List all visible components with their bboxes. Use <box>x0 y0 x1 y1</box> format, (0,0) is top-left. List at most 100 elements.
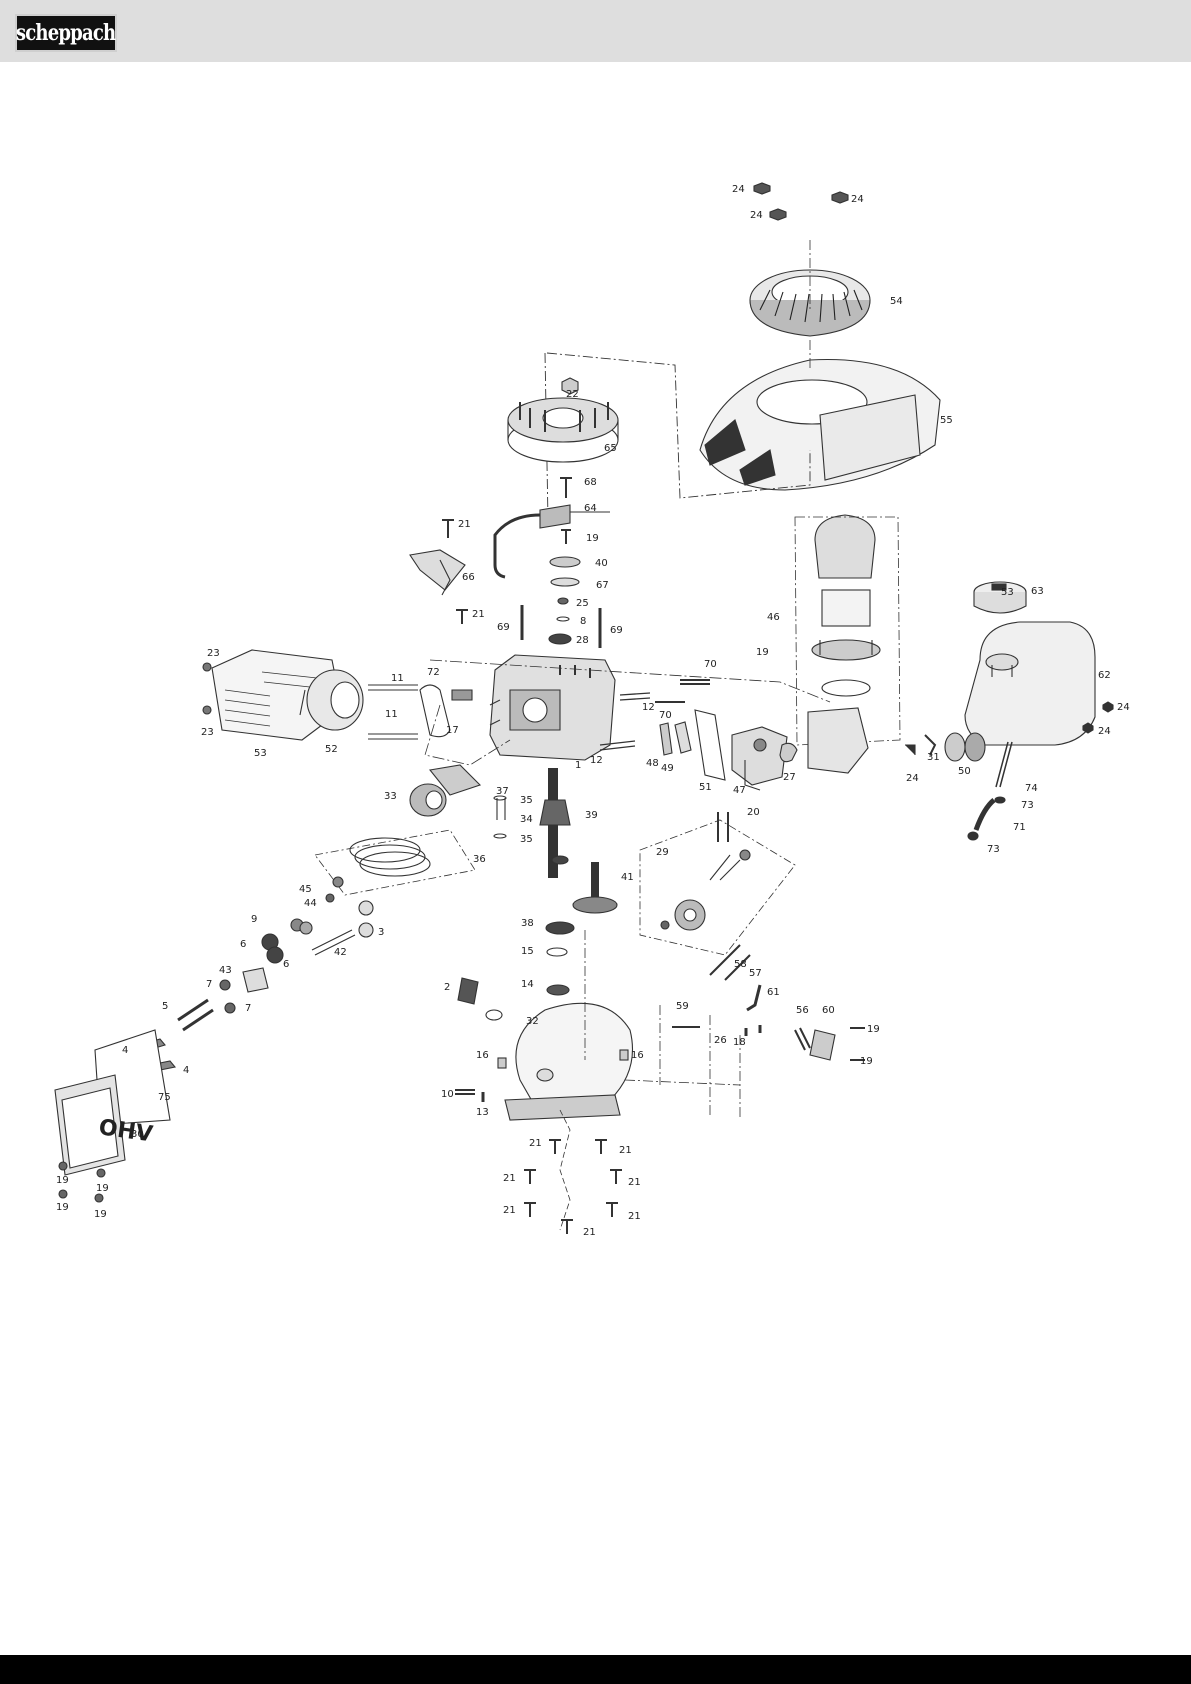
dowel-16-icon <box>619 1049 629 1061</box>
bolt-21-icon <box>561 1219 573 1234</box>
gasket-27-icon <box>779 742 798 763</box>
part-label-p65: 65 <box>604 443 617 454</box>
part-label-p62: 62 <box>1098 670 1111 681</box>
gasket-48-icon <box>659 722 673 756</box>
part-label-p56: 56 <box>796 1005 809 1016</box>
piston-rings-icon <box>349 837 431 877</box>
part-label-p60: 60 <box>822 1005 835 1016</box>
part-label-p75: 75 <box>158 1092 171 1103</box>
part-label-p12b: 12 <box>590 755 603 766</box>
part-label-p54: 54 <box>890 296 903 307</box>
ring-35-icon <box>493 833 507 839</box>
part-label-p70b: 70 <box>659 710 672 721</box>
part-label-p52: 52 <box>325 744 338 755</box>
scheppach-logo: scheppach <box>15 14 117 52</box>
spring-9-icon <box>299 921 313 935</box>
part-label-p12a: 12 <box>642 702 655 713</box>
nut-24-icon <box>831 191 849 204</box>
governor-shaft-icon <box>709 854 741 881</box>
drain-plug-10-icon <box>455 1089 475 1095</box>
oil-seal-33-icon <box>409 783 447 817</box>
part-label-p19a: 19 <box>586 533 599 544</box>
part-label-p21d: 21 <box>619 1145 632 1156</box>
part-label-p13: 13 <box>476 1107 489 1118</box>
part-label-p49: 49 <box>661 763 674 774</box>
plate-40-icon <box>549 556 581 568</box>
crankshaft-icon <box>539 768 571 878</box>
part-label-p64: 64 <box>584 503 597 514</box>
lever-61-icon <box>746 984 762 1012</box>
part-label-p53a: 53 <box>1001 587 1014 598</box>
part-label-p73b: 73 <box>987 844 1000 855</box>
part-label-p39: 39 <box>585 810 598 821</box>
bolt-68-icon <box>560 477 572 498</box>
fuel-hose-icon <box>995 741 1013 788</box>
part-label-p6a: 6 <box>240 939 246 950</box>
part-label-p53b: 53 <box>254 748 267 759</box>
part-label-p27: 27 <box>783 772 796 783</box>
ring-8-icon <box>556 616 570 622</box>
part-label-p30: 30 <box>131 1129 144 1140</box>
part-label-p68: 68 <box>584 477 597 488</box>
part-label-p59: 59 <box>676 1001 689 1012</box>
recoil-starter-icon <box>749 269 871 337</box>
camshaft-icon <box>572 862 618 914</box>
spark-plug-icon <box>451 689 473 701</box>
part-label-p55: 55 <box>940 415 953 426</box>
fan-cover-icon <box>699 358 941 491</box>
header-bar: scheppach <box>0 0 1191 62</box>
clamp-73-icon <box>967 831 979 841</box>
part-label-p37: 37 <box>496 786 509 797</box>
screw-19-icon <box>561 529 571 544</box>
part-label-p16b: 16 <box>631 1050 644 1061</box>
stud-12-icon <box>619 692 651 701</box>
key-25-icon <box>557 597 569 605</box>
choke-lever-icon <box>924 734 937 756</box>
part-label-p61: 61 <box>767 987 780 998</box>
stud-70-icon <box>680 679 710 685</box>
part-label-p41: 41 <box>621 872 634 883</box>
ring-35-icon <box>493 795 507 801</box>
washer-15-icon <box>546 947 568 957</box>
push-rod-42-icon <box>311 929 356 956</box>
part-label-p46: 46 <box>767 612 780 623</box>
part-label-p21e: 21 <box>503 1173 516 1184</box>
part-label-p57: 57 <box>749 968 762 979</box>
part-label-p4b: 4 <box>183 1065 189 1076</box>
dowel-16-icon <box>497 1057 507 1069</box>
part-label-p9: 9 <box>251 914 257 925</box>
part-label-p19e: 19 <box>56 1175 69 1186</box>
part-label-p17: 17 <box>446 725 459 736</box>
part-label-p11a: 11 <box>391 673 404 684</box>
bearing-14-icon <box>546 984 570 996</box>
part-label-p10: 10 <box>441 1089 454 1100</box>
part-label-p69a: 69 <box>497 622 510 633</box>
bolt-21-icon <box>456 609 468 624</box>
part-label-p38: 38 <box>521 918 534 929</box>
part-label-p29: 29 <box>656 847 669 858</box>
part-label-p19c: 19 <box>867 1024 880 1035</box>
part-label-p11b: 11 <box>385 709 398 720</box>
grommet-50-icon <box>944 732 966 762</box>
spring-6-icon <box>266 946 284 964</box>
fuel-cap-icon <box>973 581 1027 614</box>
part-label-p73a: 73 <box>1021 800 1034 811</box>
engine-block-icon <box>489 654 616 761</box>
oil-sensor-icon <box>457 977 479 1005</box>
nut-24-icon <box>1082 722 1094 734</box>
part-label-p28: 28 <box>576 635 589 646</box>
rocker-bracket-icon <box>242 967 269 993</box>
brand-name: scheppach <box>16 20 116 46</box>
crankcase-cover-icon <box>504 1002 634 1121</box>
ignition-coil-icon <box>493 504 610 579</box>
part-label-p26: 26 <box>714 1035 727 1046</box>
air-filter-icon <box>811 514 881 697</box>
bolt-21-icon <box>549 1139 561 1154</box>
washer-icon <box>739 849 751 861</box>
part-label-p71: 71 <box>1013 822 1026 833</box>
part-label-p48: 48 <box>646 758 659 769</box>
bracket-60-icon <box>809 1029 836 1061</box>
insulator-49-icon <box>674 721 692 754</box>
nut-24-icon <box>769 208 787 221</box>
